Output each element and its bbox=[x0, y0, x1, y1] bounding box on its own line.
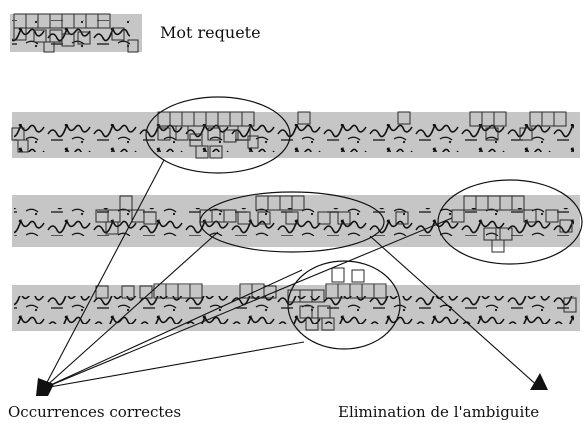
occurrence-ellipses bbox=[145, 96, 583, 350]
ellipse-line2-right-occurrence bbox=[437, 179, 583, 265]
ambiguity-elimination-label: Elimination de l'ambiguite bbox=[338, 403, 540, 421]
text-line-1 bbox=[12, 112, 580, 158]
query-word-image bbox=[10, 13, 142, 53]
detection-boxes-line-1 bbox=[11, 111, 567, 159]
text-line-2 bbox=[12, 195, 580, 247]
detection-boxes-line-3 bbox=[95, 267, 577, 331]
arrow-lines bbox=[43, 159, 541, 389]
correct-occurrences-label: Occurrences correctes bbox=[8, 403, 182, 421]
query-word-boxes bbox=[13, 13, 139, 53]
arrow-head-correct bbox=[36, 378, 54, 396]
query-word-label: Mot requete bbox=[160, 23, 261, 42]
ellipse-line3-occurrence bbox=[287, 260, 401, 350]
detection-boxes-line-2 bbox=[95, 195, 573, 253]
text-line-3 bbox=[12, 285, 580, 331]
ellipse-line1-occurrence bbox=[145, 96, 291, 174]
ellipse-line2-ambiguous bbox=[199, 191, 385, 253]
arrow-head-ambiguity bbox=[530, 373, 548, 390]
